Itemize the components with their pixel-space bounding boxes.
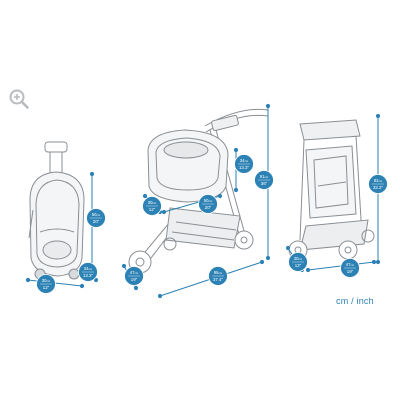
stroller-height-metric: 91cm [260,174,269,179]
backpack-width-metric-unit: cm [46,279,50,283]
stroller-front-width-metric-unit: cm [134,271,138,275]
backpack-width-badge: 30cm 12" [36,274,56,294]
folded-depth-metric-unit: cm [298,257,302,261]
stroller-length-metric: 95cm [214,270,223,275]
stroller-carrier-width-imperial: 12" [149,207,156,212]
stroller-carrier-length-metric: 50cm [204,198,213,203]
backpack-depth-metric: 34cm [84,266,93,271]
units-label: cm / inch [336,296,374,306]
stroller-front-width-badge: 47cm 19" [124,266,144,286]
stroller-carrier-length-badge: 50cm 20" [198,194,218,214]
folded-width-metric-unit: cm [350,263,354,267]
backpack-depth-badge: 34cm 13.3" [78,262,98,282]
backpack-depth-metric-value: 34 [84,266,89,271]
backpack-depth-imperial: 13.3" [83,273,94,278]
folded-height-imperial: 32.2" [373,185,384,190]
stroller-carrier-height-badge: 34cm 13.3" [234,154,254,174]
folded-width-badge: 47cm 19" [340,258,360,278]
stroller-carrier-height-metric: 34cm [240,158,249,163]
stroller-length-badge: 95cm 37.4" [208,266,228,286]
backpack-height-badge: 50cm 20" [86,208,106,228]
folded-width-imperial: 19" [347,269,354,274]
backpack-width-metric: 30cm [42,278,51,283]
stroller-height-metric-unit: cm [264,175,268,179]
stroller-length-metric-value: 95 [214,270,219,275]
stroller-illustration [128,108,269,274]
stroller-height-imperial: 36" [261,181,268,186]
dimension-badges: 50cm20"34cm13.3"30cm12"30cm12"50cm20"34c… [36,154,388,294]
backpack-height-metric: 50cm [92,212,101,217]
stroller-front-width-imperial: 19" [131,277,138,282]
stroller-carrier-height-metric-unit: cm [244,159,248,163]
folded-height-metric: 82cm [374,178,383,183]
stroller-carrier-width-metric-unit: cm [152,201,156,205]
folded-depth-badge: 30cm 12" [288,252,308,272]
backpack-width-imperial: 12" [43,285,50,290]
backpack-carrier-illustration [28,141,85,280]
backpack-height-metric-unit: cm [96,213,100,217]
backpack-height-imperial: 20" [93,219,100,224]
stroller-carrier-length-imperial: 20" [205,205,212,210]
stroller-carrier-height-metric-value: 34 [240,158,245,163]
zoom-in-icon[interactable] [8,88,30,110]
folded-height-badge: 82cm 32.2" [368,174,388,194]
stroller-front-width-metric-value: 47 [130,270,135,275]
stroller-length-imperial: 37.4" [213,277,224,282]
stroller-carrier-length-metric-unit: cm [208,199,212,203]
folded-depth-metric-value: 30 [294,256,299,261]
stroller-carrier-width-badge: 30cm 12" [142,196,162,216]
stroller-carrier-height-imperial: 13.3" [239,165,250,170]
folded-stroller-illustration [288,119,375,260]
backpack-depth-metric-unit: cm [88,267,92,271]
folded-depth-metric: 30cm [294,256,303,261]
stroller-carrier-width-metric-value: 30 [148,200,153,205]
folded-width-metric-value: 47 [346,262,351,267]
folded-height-metric-unit: cm [378,179,382,183]
stroller-length-metric-unit: cm [218,271,222,275]
backpack-height-metric-value: 50 [92,212,97,217]
backpack-width-metric-value: 30 [42,278,47,283]
stroller-front-width-metric: 47cm [130,270,139,275]
stroller-height-metric-value: 91 [260,174,265,179]
folded-depth-imperial: 12" [295,263,302,268]
stroller-height-badge: 91cm 36" [254,170,274,190]
stroller-carrier-length-metric-value: 50 [204,198,209,203]
folded-height-metric-value: 82 [374,178,379,183]
stroller-carrier-width-metric: 30cm [148,200,157,205]
folded-width-metric: 47cm [346,262,355,267]
